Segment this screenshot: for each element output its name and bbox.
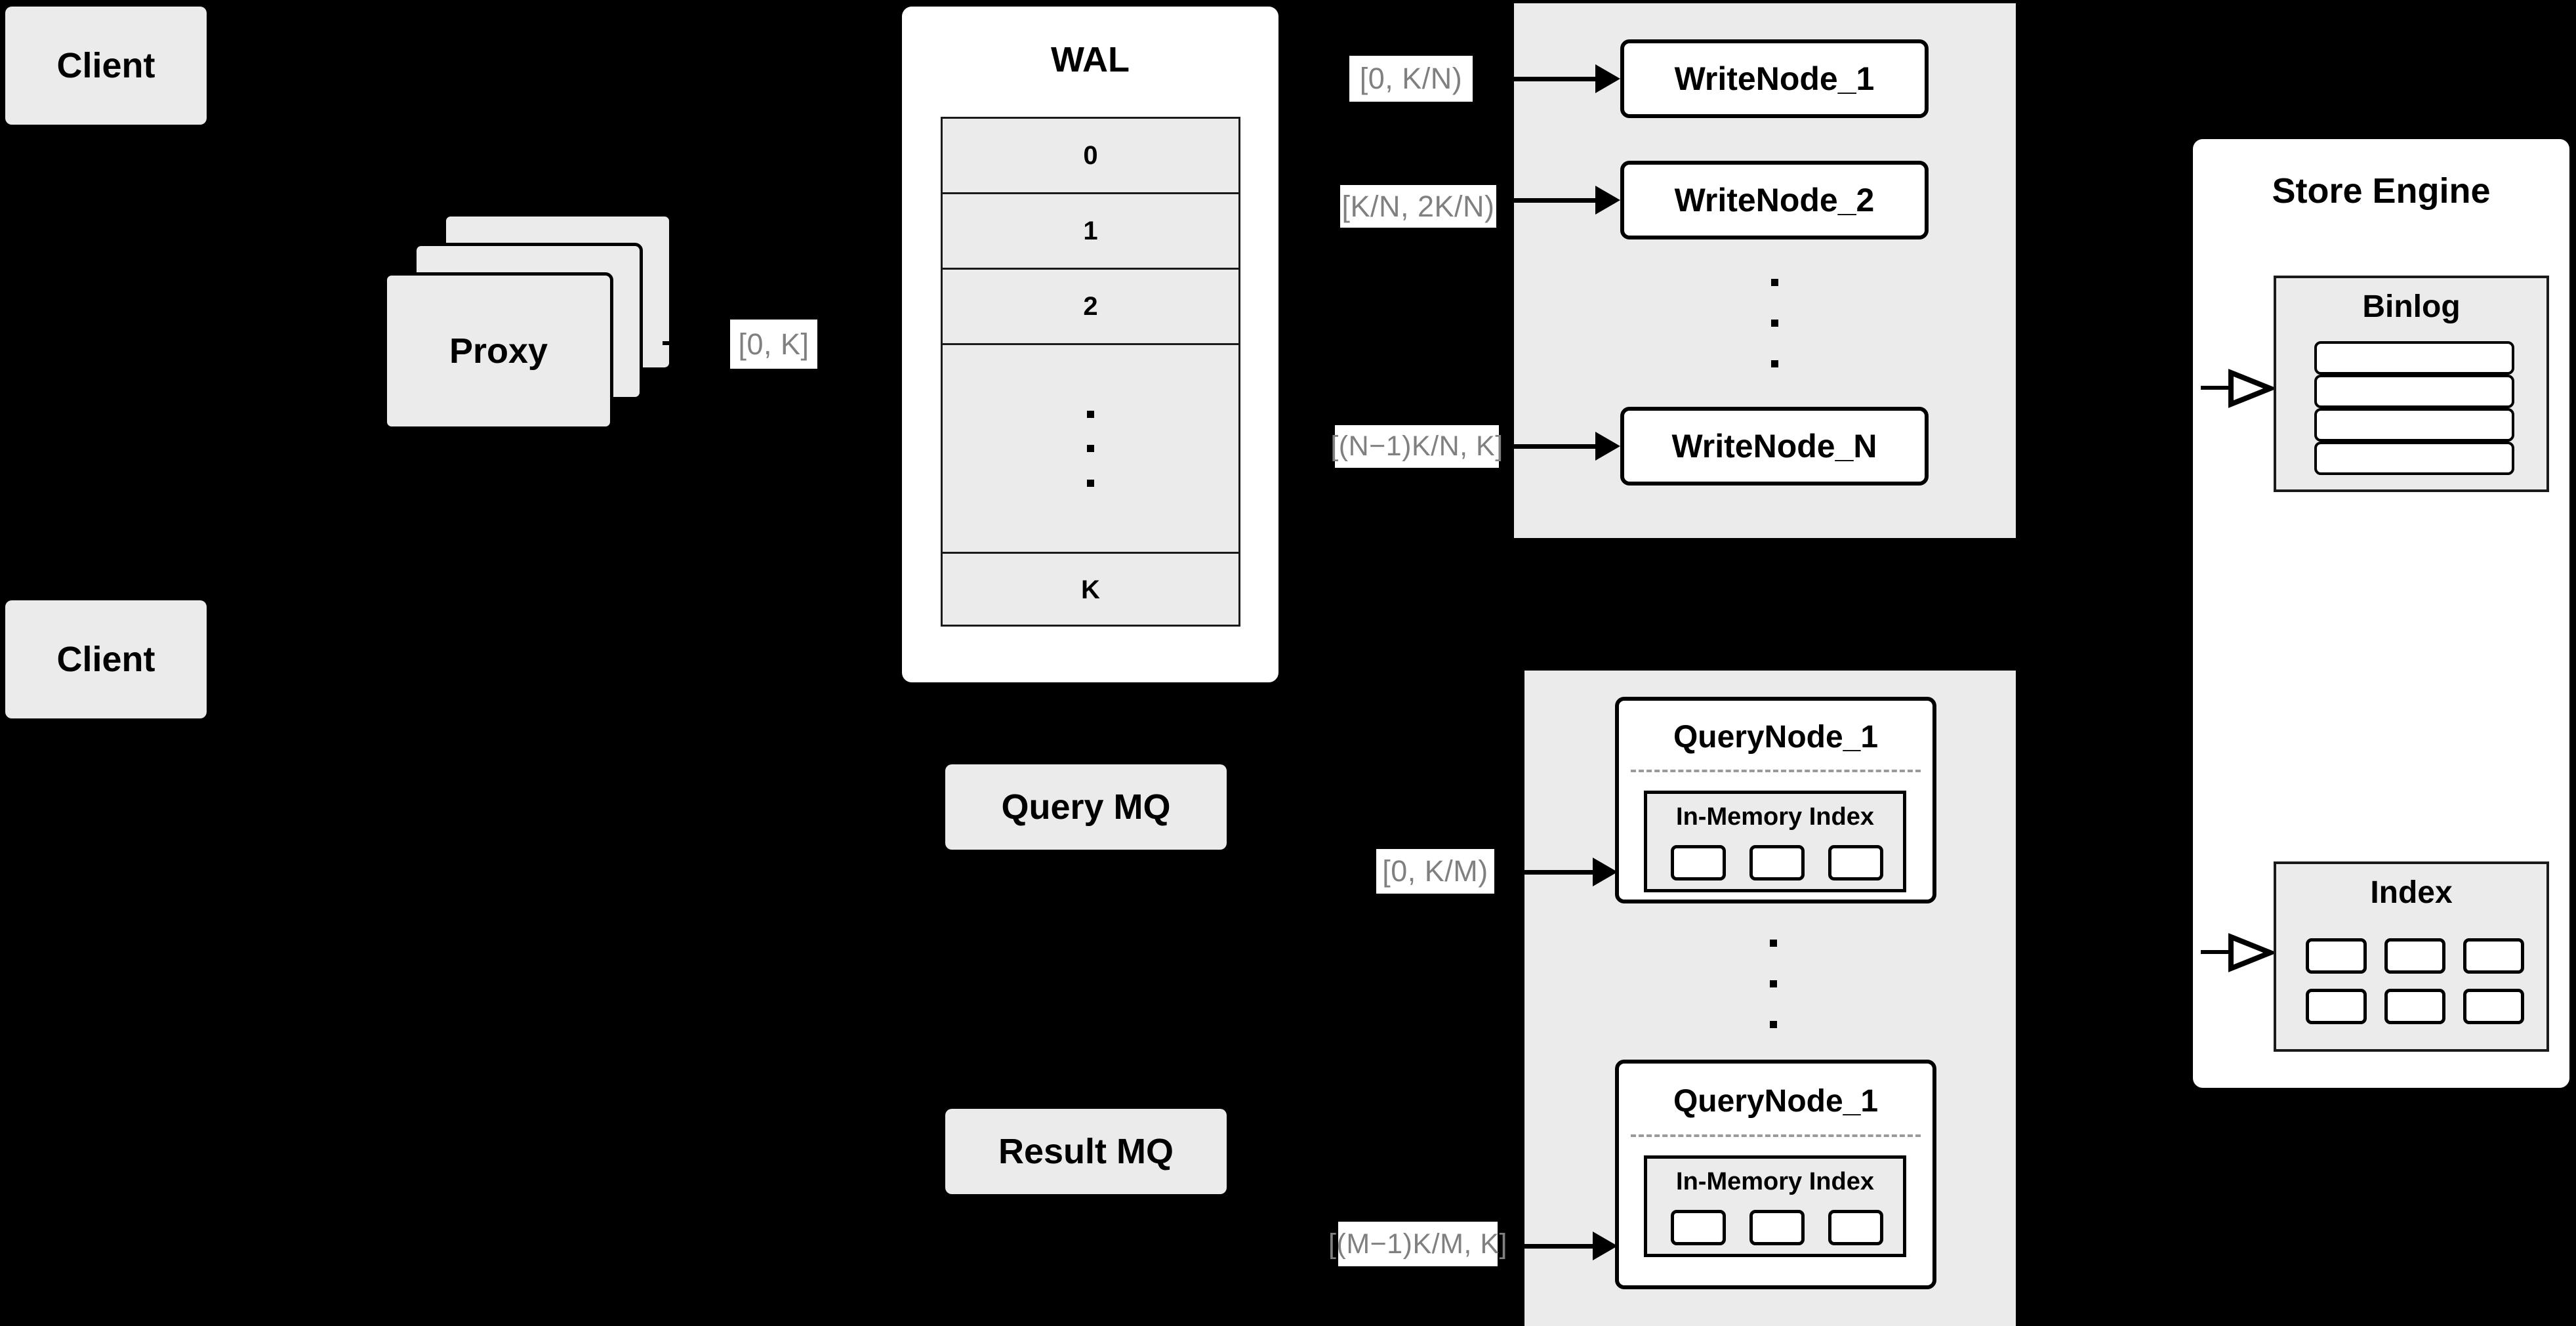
arrow-line-write-2 (1514, 198, 1599, 203)
wal-table: 0 1 2 K (941, 117, 1240, 627)
arrow-head-write-1 (1595, 64, 1620, 93)
edge-label-query-m: [(M−1)K/M, K] (1328, 1222, 1507, 1266)
index-slot-2 (2384, 938, 2445, 974)
arrow-line-write-n (1514, 444, 1599, 449)
wal-row-ellipsis (943, 345, 1238, 554)
arrow-line-query-1 (1524, 870, 1597, 875)
index-slot-1 (2306, 938, 2367, 974)
proxy-label: Proxy (449, 331, 548, 371)
client-box-1[interactable]: Client (5, 7, 207, 125)
binlog-group: Binlog (2274, 276, 2549, 492)
query-node-m-index-slot-3 (1828, 1210, 1883, 1245)
query-node-1-index-title: In-Memory Index (1676, 803, 1874, 831)
arrow-head-write-n (1595, 432, 1620, 461)
query-node-1-in-memory-index: In-Memory Index (1644, 791, 1906, 892)
client-label-1: Client (56, 46, 155, 85)
wal-row-k: K (1081, 575, 1100, 604)
wal-ellipsis-dots (1086, 410, 1094, 487)
binlog-slot-1 (2314, 341, 2514, 375)
edge-label-query-1: [0, K/M) (1376, 849, 1494, 894)
write-node-2-label: WriteNode_2 (1674, 182, 1875, 218)
proxy-stack-layer-front[interactable]: Proxy (384, 272, 613, 430)
index-group: Index (2274, 861, 2549, 1052)
edge-label-text: [0, K] (738, 327, 809, 361)
proxy-stack[interactable]: Proxy (384, 213, 672, 430)
arrow-head-query-m (1593, 1232, 1618, 1260)
arrow-head-write-2 (1595, 186, 1620, 215)
wal-title: WAL (1051, 40, 1130, 79)
wal-row-0: 0 (943, 119, 1238, 194)
query-node-m-in-memory-index: In-Memory Index (1644, 1155, 1906, 1257)
write-node-1[interactable]: WriteNode_1 (1620, 39, 1929, 118)
store-engine-title: Store Engine (2272, 171, 2491, 211)
query-mq-label: Query MQ (1001, 787, 1171, 827)
index-slot-4 (2306, 989, 2367, 1024)
arrow-head-open-binlog (2228, 369, 2274, 408)
client-box-2[interactable]: Client (5, 600, 207, 718)
query-node-1-title: QueryNode_1 (1673, 720, 1879, 755)
binlog-slot-3 (2314, 408, 2514, 442)
query-node-m[interactable]: QueryNode_1 In-Memory Index (1615, 1060, 1936, 1289)
arrow-line-write-1 (1514, 77, 1599, 81)
arrow-line-to-binlog (2201, 386, 2230, 390)
wal-row-2: 2 (943, 270, 1238, 345)
write-node-2[interactable]: WriteNode_2 (1620, 161, 1929, 239)
write-cluster-ellipsis (1770, 279, 1778, 367)
query-cluster-ellipsis (1769, 940, 1777, 1028)
query-node-1-separator (1631, 770, 1921, 772)
query-mq-box[interactable]: Query MQ (945, 764, 1227, 850)
query-node-1[interactable]: QueryNode_1 In-Memory Index (1615, 697, 1936, 903)
binlog-slot-4 (2314, 442, 2514, 475)
edge-label-proxy-to-wal: [0, K] (730, 320, 817, 369)
query-node-m-index-title: In-Memory Index (1676, 1168, 1874, 1195)
binlog-title: Binlog (2362, 289, 2461, 324)
result-mq-box[interactable]: Result MQ (945, 1109, 1227, 1194)
arrow-head-open-index (2228, 933, 2274, 972)
query-node-1-index-slot-3 (1828, 845, 1883, 881)
binlog-slot-2 (2314, 375, 2514, 408)
edge-label-write-1: [0, K/N) (1349, 56, 1473, 102)
write-node-1-label: WriteNode_1 (1674, 60, 1875, 97)
query-node-m-index-slot-1 (1671, 1210, 1726, 1245)
arrow-line-query-m (1524, 1244, 1597, 1249)
query-node-m-separator (1631, 1134, 1921, 1137)
arrow-head-query-1 (1593, 858, 1618, 886)
client-label-2: Client (56, 640, 155, 679)
query-node-m-title: QueryNode_1 (1673, 1084, 1879, 1119)
result-mq-label: Result MQ (998, 1132, 1174, 1171)
query-node-1-index-slot-2 (1749, 845, 1805, 881)
arrow-line-to-index (2201, 950, 2230, 954)
edge-label-write-2: [K/N, 2K/N) (1340, 185, 1496, 228)
write-node-n[interactable]: WriteNode_N (1620, 407, 1929, 486)
index-slot-3 (2463, 938, 2524, 974)
write-node-n-label: WriteNode_N (1671, 428, 1877, 465)
query-node-1-index-slot-1 (1671, 845, 1726, 881)
query-node-m-index-slot-2 (1749, 1210, 1805, 1245)
index-slot-6 (2463, 989, 2524, 1024)
index-title: Index (2370, 875, 2453, 910)
proxy-to-wal-connector (663, 341, 682, 345)
wal-row-1: 1 (943, 194, 1238, 270)
index-slot-5 (2384, 989, 2445, 1024)
edge-label-write-n: [(N−1)K/N, K] (1330, 425, 1503, 468)
